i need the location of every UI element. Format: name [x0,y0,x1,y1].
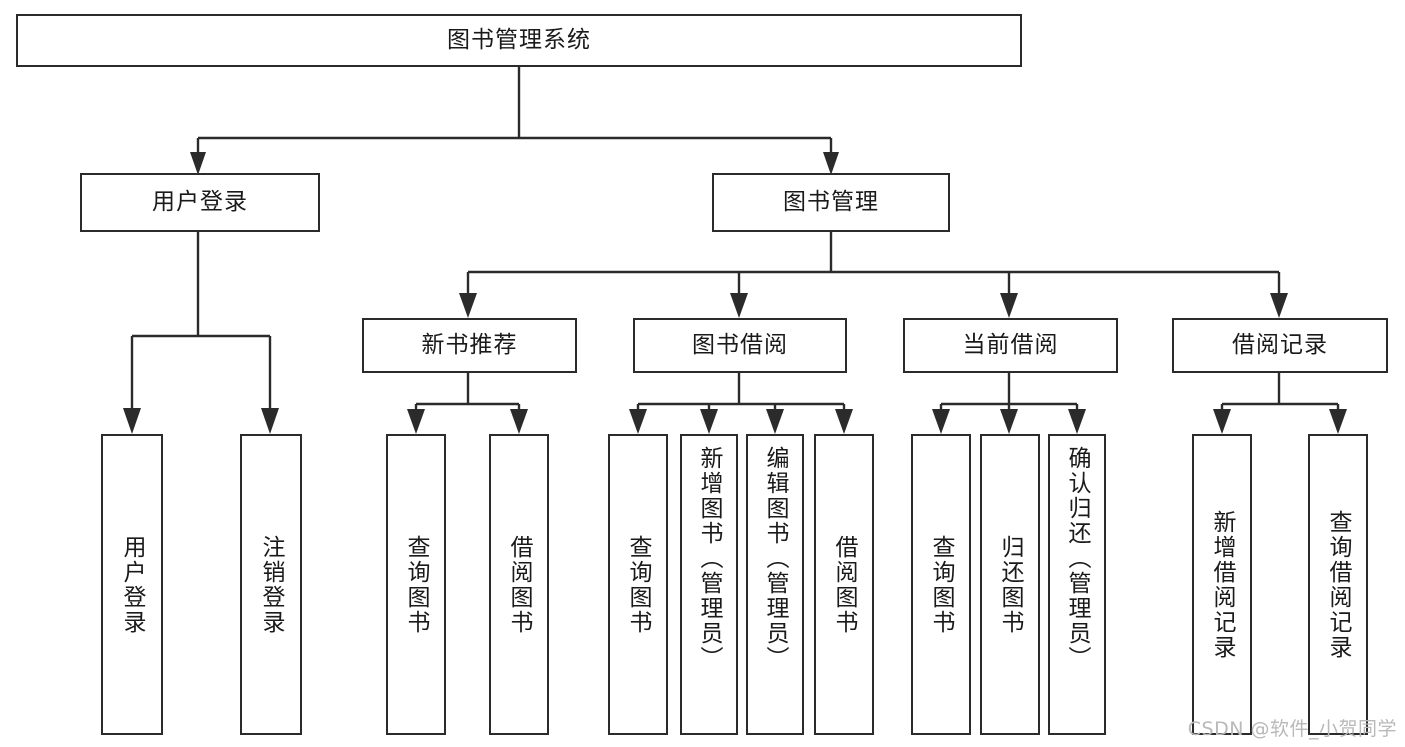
arrow-userlogin-leaf-1 [123,408,141,434]
arrow-bookmgmt-to-newbook [459,293,477,318]
arrow-bookmgmt-to-borrowbook [730,293,748,318]
leaf-label: 编辑图书（管理员） [762,446,789,671]
arrow-borrowbook-leaf-4 [835,409,853,434]
node-book-borrow[interactable]: 图书借阅 [633,318,847,373]
leaf-label: 注销登录 [258,534,285,635]
leaf-borrow-record-add-record[interactable]: 新增借阅记录 [1192,434,1252,735]
leaf-borrow-book-edit-book-admin[interactable]: 编辑图书（管理员） [746,434,804,735]
leaf-user-login-signout[interactable]: 注销登录 [240,434,302,735]
arrow-newbook-leaf-1 [407,409,425,434]
leaf-label: 查询借阅记录 [1325,509,1352,660]
arrow-borrowrecord-leaf-1 [1213,409,1231,434]
arrow-root-to-userlogin [190,152,206,175]
leaf-borrow-book-add-book-admin[interactable]: 新增图书（管理员） [680,434,738,735]
node-book-management[interactable]: 图书管理 [712,173,950,232]
arrow-borrowbook-leaf-1 [629,409,647,434]
arrow-borrowrecord-leaf-2 [1329,409,1347,434]
leaf-label: 归还图书 [997,534,1024,635]
node-new-book-recommend[interactable]: 新书推荐 [362,318,577,373]
arrow-currentborrow-leaf-1 [932,409,950,434]
node-borrow-record[interactable]: 借阅记录 [1172,318,1388,373]
leaf-current-borrow-query-book[interactable]: 查询图书 [911,434,971,735]
leaf-new-book-borrow-book[interactable]: 借阅图书 [489,434,549,735]
arrow-bookmgmt-to-currentborrow [1000,293,1018,318]
leaf-label: 查询图书 [625,534,652,635]
leaf-label: 查询图书 [403,534,430,635]
arrow-currentborrow-leaf-3 [1068,409,1086,434]
arrow-userlogin-leaf-2 [261,408,279,434]
leaf-current-borrow-confirm-return-admin[interactable]: 确认归还（管理员） [1048,434,1106,735]
arrow-borrowbook-leaf-2 [700,409,718,434]
leaf-label: 新增借阅记录 [1209,509,1236,660]
leaf-borrow-book-query-book[interactable]: 查询图书 [608,434,668,735]
csdn-watermark: CSDN @软件_小贺同学 [1187,718,1397,740]
arrow-root-to-bookmgmt [823,152,839,175]
node-user-login[interactable]: 用户登录 [80,173,320,232]
leaf-borrow-record-query-record[interactable]: 查询借阅记录 [1308,434,1368,735]
leaf-current-borrow-return-book[interactable]: 归还图书 [980,434,1040,735]
leaf-label: 确认归还（管理员） [1064,446,1091,671]
arrow-bookmgmt-to-borrowrecord [1270,293,1288,318]
leaf-label: 用户登录 [119,534,146,635]
leaf-label: 借阅图书 [831,534,858,635]
node-current-borrow[interactable]: 当前借阅 [903,318,1118,373]
arrow-currentborrow-leaf-2 [1000,409,1018,434]
arrow-newbook-leaf-2 [510,409,528,434]
leaf-borrow-book-borrow-book[interactable]: 借阅图书 [814,434,874,735]
leaf-new-book-query-book[interactable]: 查询图书 [386,434,446,735]
leaf-label: 查询图书 [928,534,955,635]
arrow-borrowbook-leaf-3 [766,409,784,434]
leaf-user-login-signin[interactable]: 用户登录 [101,434,163,735]
leaf-label: 借阅图书 [506,534,533,635]
leaf-label: 新增图书（管理员） [696,446,723,671]
node-root-system[interactable]: 图书管理系统 [16,14,1022,67]
